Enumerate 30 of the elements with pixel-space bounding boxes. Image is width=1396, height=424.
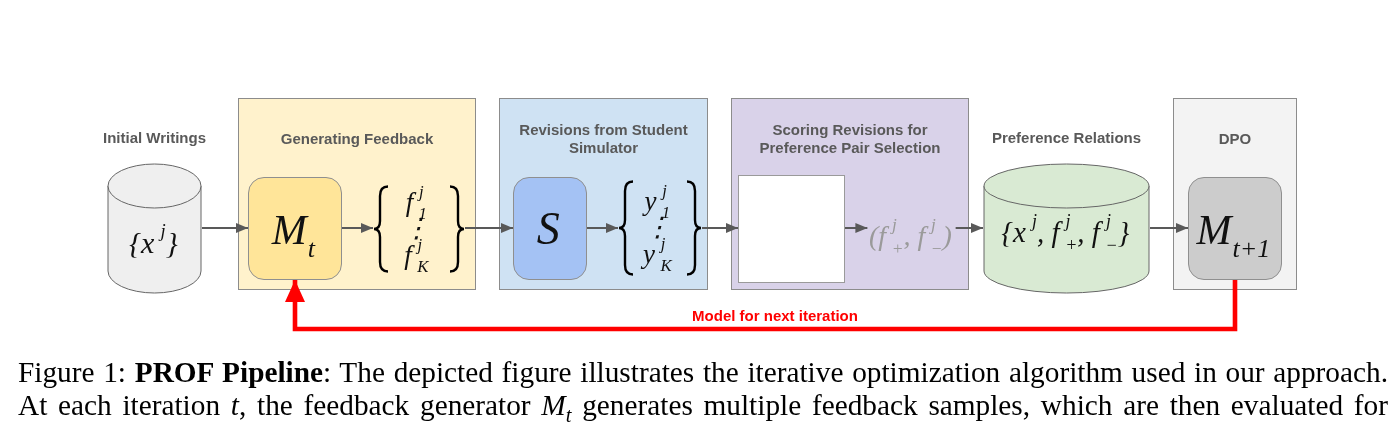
stage-panel [731, 98, 969, 290]
math-expression: {x$^{j}$} [127, 219, 179, 261]
stage-title: Preference Relations [991, 129, 1142, 147]
arrow [201, 223, 249, 233]
stage-panel [238, 98, 476, 290]
math-expression: M$_{t}$ [270, 205, 317, 264]
loop-arrow [285, 280, 1238, 332]
empty-box [738, 175, 845, 283]
stage-title: Initial Writings [102, 129, 207, 147]
math-expression: (f$^{j}$$_{+}$, f$^{j}$$_{−}$) [867, 213, 956, 259]
arrow [464, 223, 514, 233]
stage-panel [1173, 98, 1297, 290]
arrow [1149, 223, 1189, 233]
arrow [341, 223, 374, 233]
arrow [701, 223, 739, 233]
stage-title: Revisions from Student Simulator [518, 121, 689, 157]
arrow [844, 223, 869, 233]
model-box [248, 177, 342, 280]
math-expression: {x$^{j}$, f$^{j}$$_{+}$, f$^{j}$$_{−}$} [1000, 210, 1131, 257]
arrow [586, 223, 619, 233]
stage-title: Scoring Revisions for Preference Pair Selection [758, 121, 942, 157]
model-box [513, 177, 587, 280]
arrow [954, 223, 984, 233]
figure-caption: Figure 1: PROF Pipeline: The depicted figure illustrates the iterative optimization algorithm used in our approach. At each iteration t, the feedback generator M$_{t}$ generates multiple feedback samples, which are then evaluated for [18, 356, 1388, 422]
stage-title: Generating Feedback [280, 130, 434, 148]
model-box [1188, 177, 1282, 280]
stage-panel [499, 98, 708, 290]
stage-title: DPO [1218, 130, 1252, 148]
math-expression: S [535, 202, 561, 257]
math-expression: M$_{t+1}$ [1195, 205, 1272, 264]
